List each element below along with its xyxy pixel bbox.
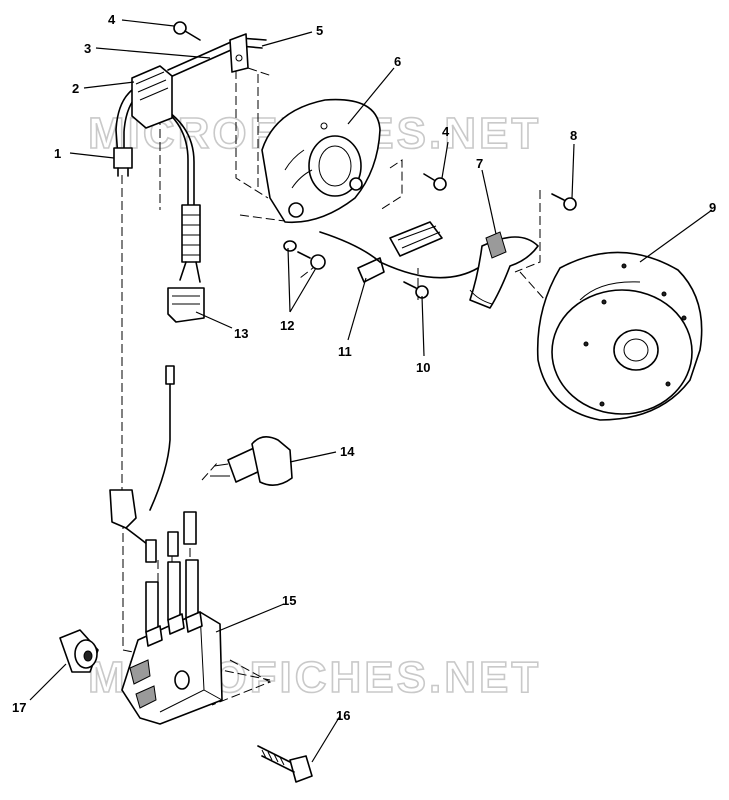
- callout-9: 9: [709, 200, 716, 215]
- mount-bracket: [229, 33, 249, 73]
- callout-11: 11: [338, 344, 352, 359]
- callout-7: 7: [476, 156, 483, 171]
- callout-1: 1: [54, 146, 61, 161]
- callout-17: 17: [12, 700, 26, 715]
- screws: [283, 173, 577, 299]
- connector: [113, 147, 133, 177]
- spark-wires: [109, 365, 199, 633]
- callout-10: 10: [416, 360, 430, 375]
- flywheel: [536, 251, 703, 421]
- callout-6: 6: [394, 54, 401, 69]
- screw-top: [173, 21, 201, 41]
- stator-plate: [261, 98, 381, 224]
- bolt: [257, 745, 313, 783]
- exciter-coil: [469, 231, 539, 309]
- bushing: [59, 629, 99, 673]
- spark-plug-cap: [210, 436, 293, 486]
- callout-14: 14: [340, 444, 355, 459]
- callout-5: 5: [316, 23, 323, 38]
- callout-15: 15: [282, 593, 296, 608]
- regulator-block: [131, 65, 173, 129]
- callout-3: 3: [84, 41, 91, 56]
- leader-lines: [29, 19, 713, 763]
- pickup-coil: [319, 221, 479, 283]
- ignition-coil: [121, 611, 223, 725]
- callout-12: 12: [280, 318, 294, 333]
- callout-13: 13: [234, 326, 248, 341]
- callout-16: 16: [336, 708, 350, 723]
- plug-connector: [167, 287, 205, 323]
- callout-2: 2: [72, 81, 79, 96]
- callout-8: 8: [570, 128, 577, 143]
- callout-numbers: 1 2 3 4 5 6 4 8 7 9 13 12 11 10 14 15 16…: [12, 12, 716, 723]
- callout-4-top: 4: [108, 12, 116, 27]
- callout-4-mid: 4: [442, 124, 450, 139]
